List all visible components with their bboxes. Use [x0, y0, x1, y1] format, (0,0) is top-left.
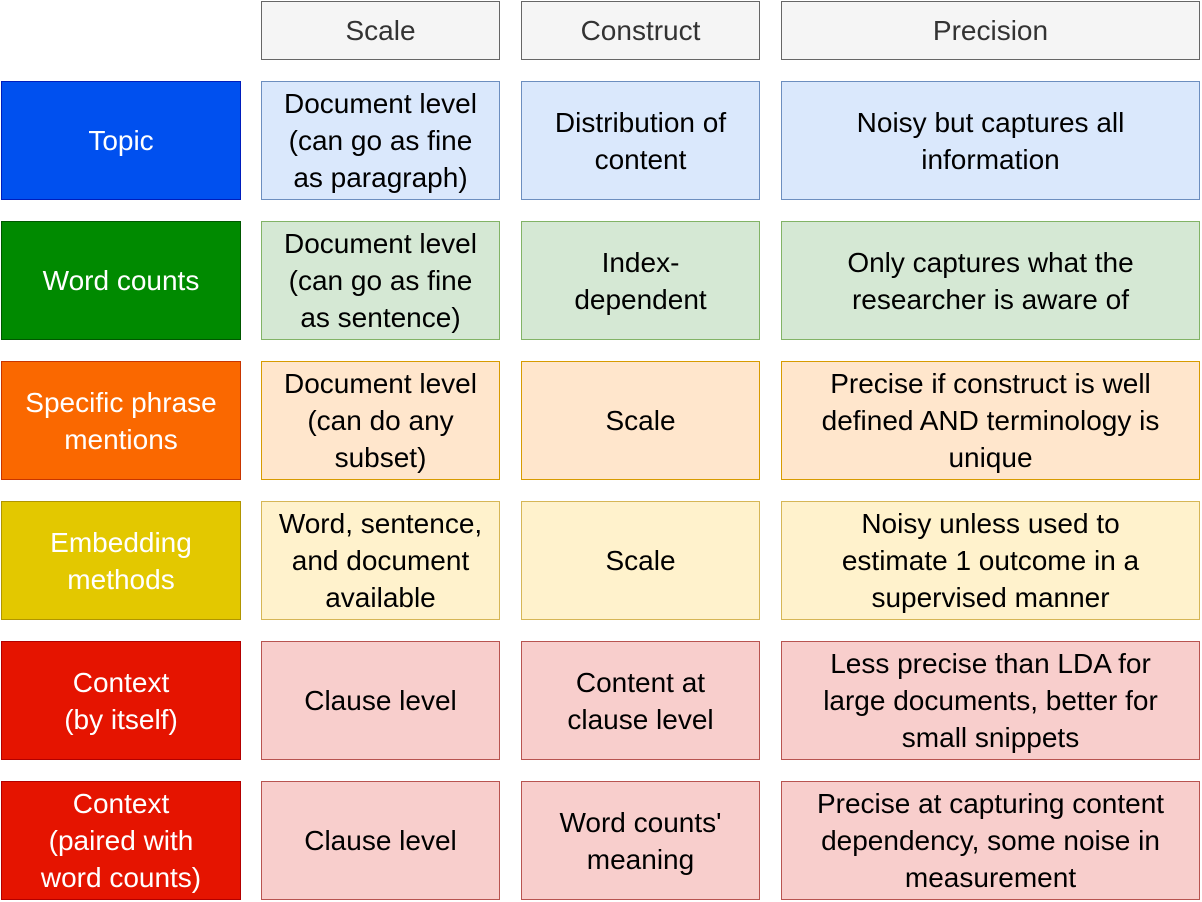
row-label-context-by-itself: Context (by itself): [1, 641, 241, 760]
cell-text: Scale: [605, 545, 676, 576]
cell-construct-topic: Distribution of content: [521, 81, 760, 200]
cell-text: Precise at capturing content dependency,…: [816, 788, 1165, 893]
cell-text: Noisy unless used to estimate 1 outcome …: [841, 508, 1140, 613]
cell-precision-context-paired: Precise at capturing content dependency,…: [781, 781, 1200, 900]
row-label-text: Word counts: [42, 265, 200, 296]
cell-construct-specific-phrase-mentions: Scale: [521, 361, 760, 480]
cell-precision-context-by-itself: Less precise than LDA for large document…: [781, 641, 1200, 760]
cell-text: Content at clause level: [567, 666, 714, 735]
cell-construct-word-counts: Index- dependent: [521, 221, 760, 340]
row-label-text: Context (paired with word counts): [40, 788, 202, 893]
cell-text: Document level (can go as fine as senten…: [284, 228, 477, 333]
cell-text: Noisy but captures all information: [856, 106, 1125, 175]
cell-precision-word-counts: Only captures what the researcher is awa…: [781, 221, 1200, 340]
header-precision: Precision: [781, 1, 1200, 60]
row-label-embedding-methods: Embedding methods: [1, 501, 241, 620]
header-scale-label: Scale: [345, 15, 416, 46]
cell-text: Distribution of content: [554, 106, 727, 175]
cell-precision-topic: Noisy but captures all information: [781, 81, 1200, 200]
row-label-specific-phrase-mentions: Specific phrase mentions: [1, 361, 241, 480]
header-scale: Scale: [261, 1, 500, 60]
cell-text: Clause level: [304, 825, 457, 856]
cell-text: Word counts' meaning: [559, 806, 722, 875]
cell-text: Document level (can go as fine as paragr…: [284, 88, 477, 193]
cell-scale-specific-phrase-mentions: Document level (can do any subset): [261, 361, 500, 480]
cell-text: Scale: [605, 405, 676, 436]
row-label-word-counts: Word counts: [1, 221, 241, 340]
cell-scale-word-counts: Document level (can go as fine as senten…: [261, 221, 500, 340]
header-precision-label: Precision: [932, 15, 1049, 46]
cell-precision-specific-phrase-mentions: Precise if construct is well defined AND…: [781, 361, 1200, 480]
cell-construct-embedding-methods: Scale: [521, 501, 760, 620]
cell-scale-context-by-itself: Clause level: [261, 641, 500, 760]
cell-text: Document level (can do any subset): [284, 368, 477, 473]
cell-text: Clause level: [304, 685, 457, 716]
cell-text: Index- dependent: [574, 246, 707, 315]
header-construct: Construct: [521, 1, 760, 60]
cell-text: Precise if construct is well defined AND…: [821, 368, 1160, 473]
row-label-text: Context (by itself): [64, 666, 178, 735]
row-label-context-paired: Context (paired with word counts): [1, 781, 241, 900]
cell-construct-context-paired: Word counts' meaning: [521, 781, 760, 900]
row-label-topic: Topic: [1, 81, 241, 200]
row-label-text: Specific phrase mentions: [25, 386, 217, 455]
cell-text: Less precise than LDA for large document…: [823, 648, 1158, 753]
header-construct-label: Construct: [580, 15, 701, 46]
cell-construct-context-by-itself: Content at clause level: [521, 641, 760, 760]
row-label-text: Topic: [88, 125, 154, 156]
cell-precision-embedding-methods: Noisy unless used to estimate 1 outcome …: [781, 501, 1200, 620]
row-label-text: Embedding methods: [50, 526, 192, 595]
cell-scale-context-paired: Clause level: [261, 781, 500, 900]
cell-text: Only captures what the researcher is awa…: [847, 246, 1134, 315]
cell-text: Word, sentence, and document available: [278, 508, 483, 613]
cell-scale-embedding-methods: Word, sentence, and document available: [261, 501, 500, 620]
cell-scale-topic: Document level (can go as fine as paragr…: [261, 81, 500, 200]
